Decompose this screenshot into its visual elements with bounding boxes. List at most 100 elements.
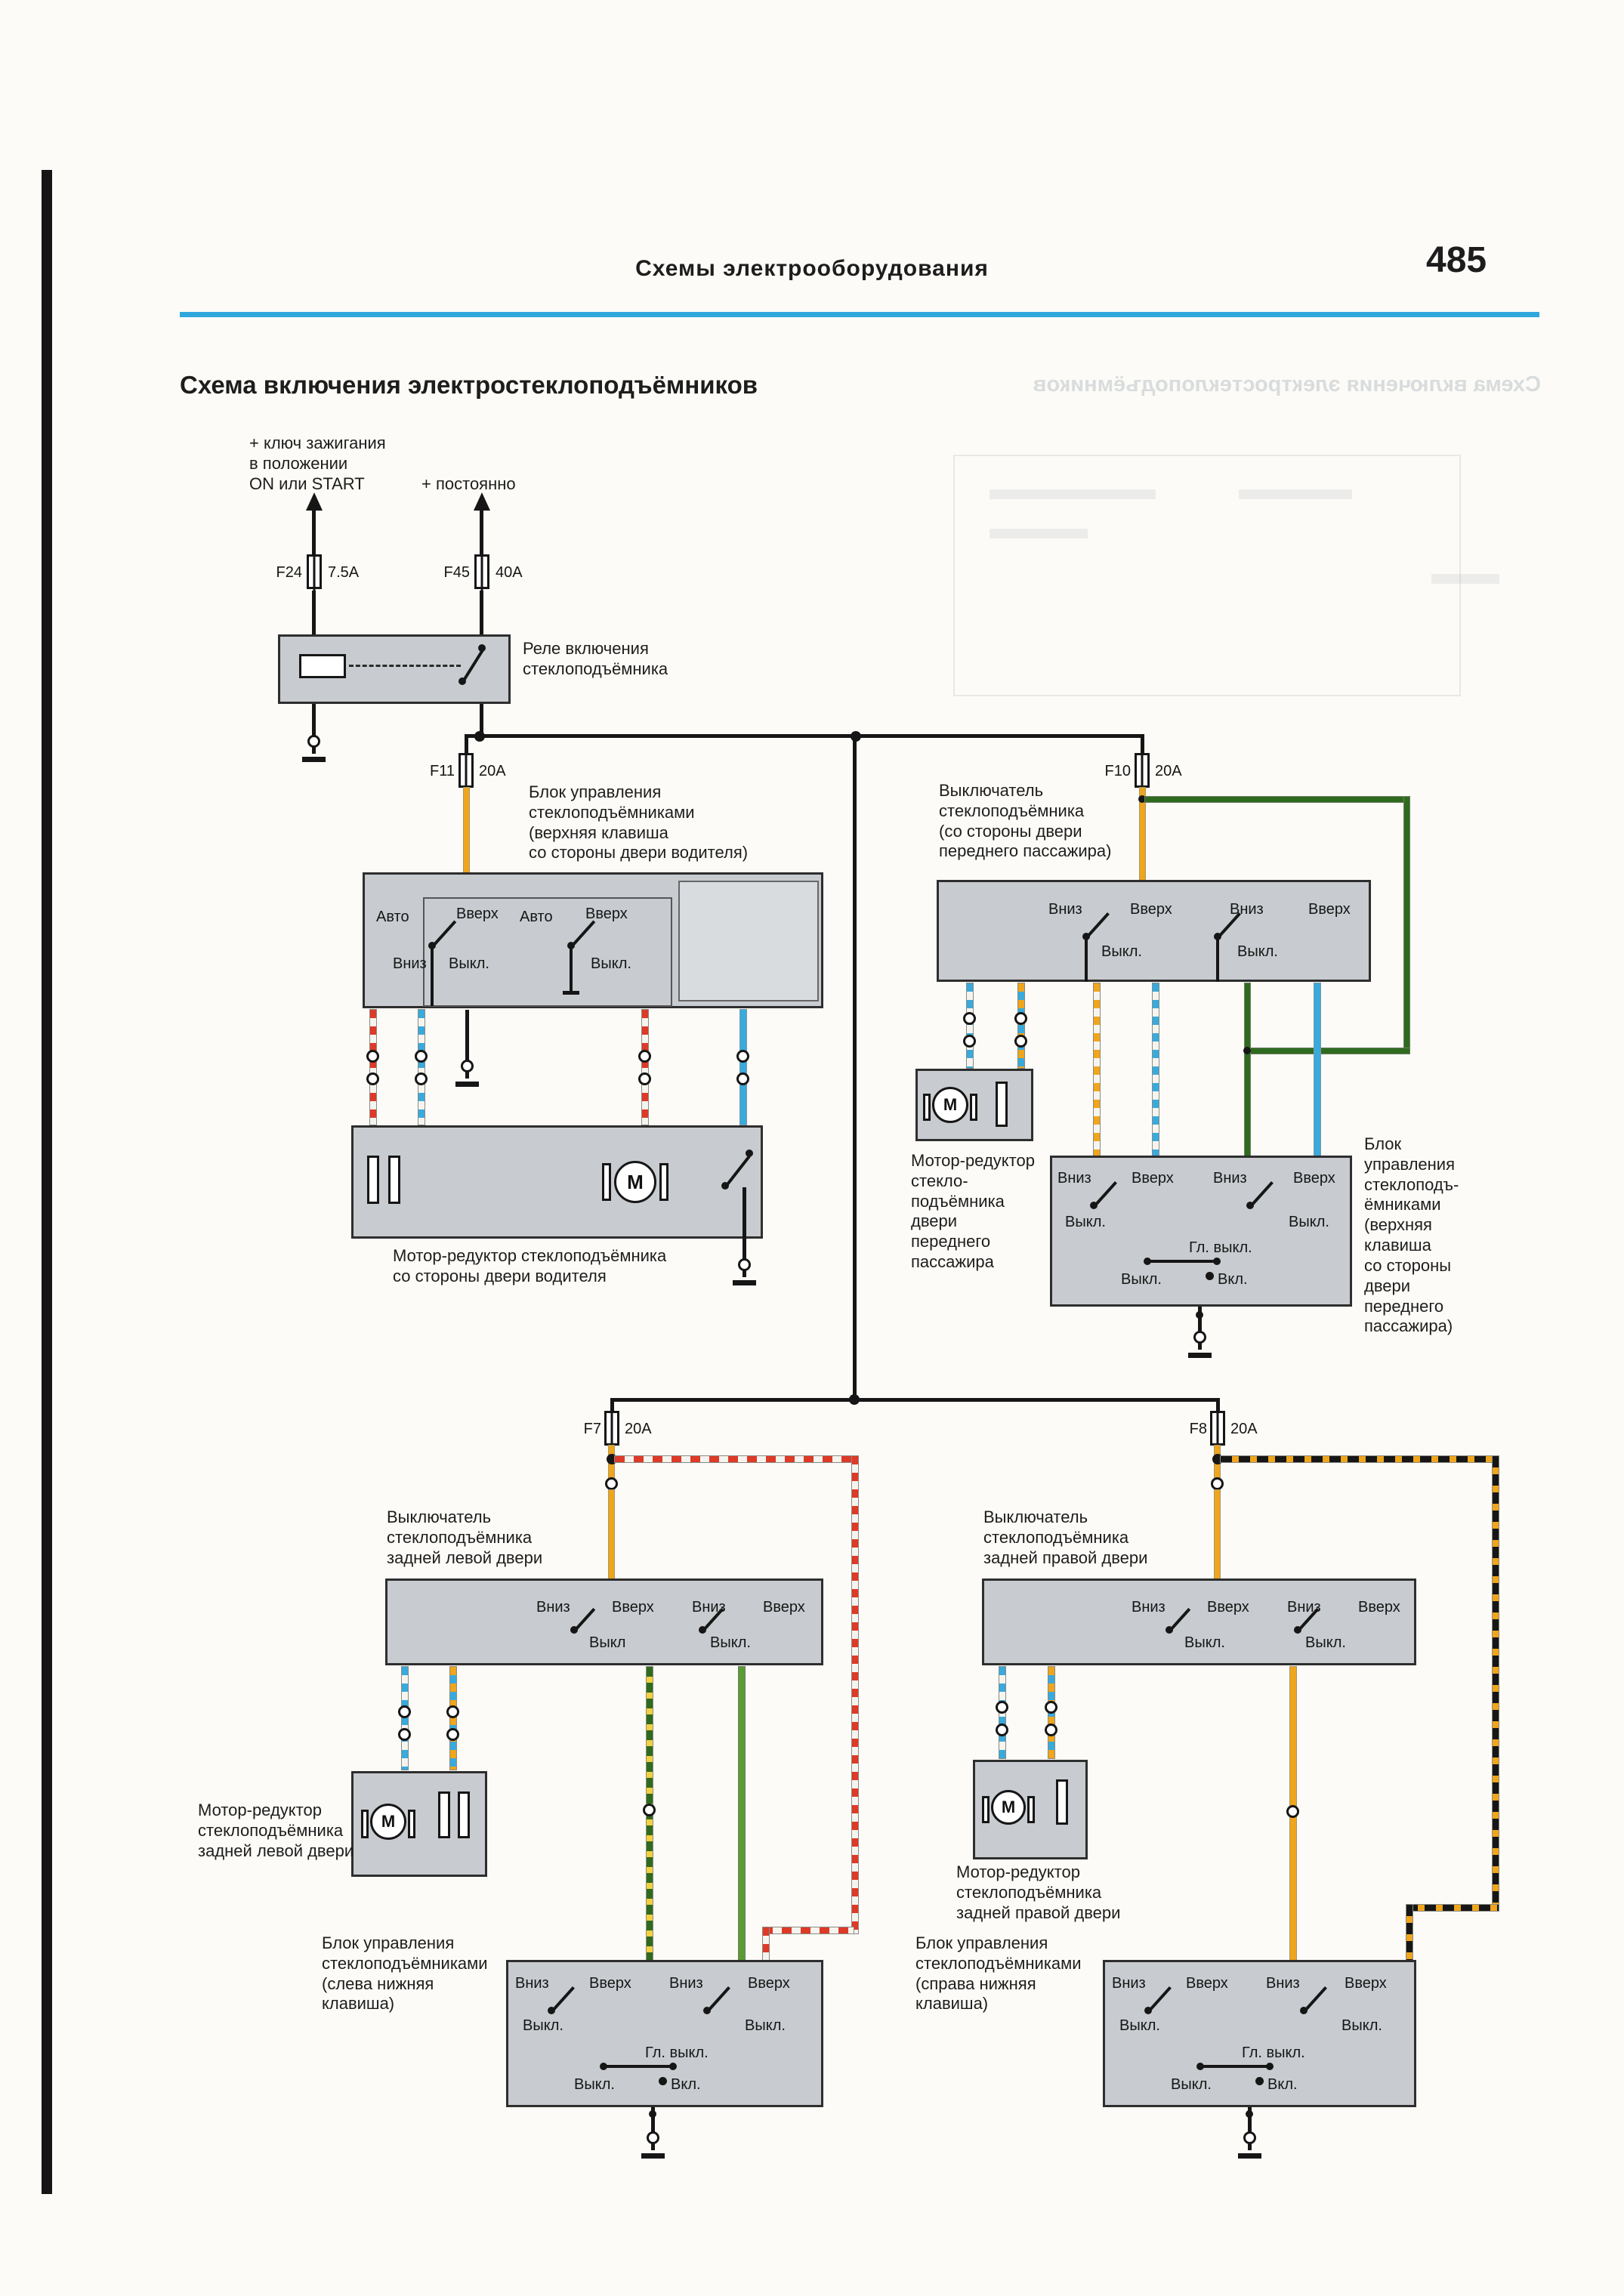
wire-checker <box>370 1010 376 1125</box>
page-header-title: Схемы электрооборудования <box>635 256 989 281</box>
switch-pivot-dot <box>1214 933 1221 940</box>
switch-label-off: Выкл. <box>1119 2017 1160 2034</box>
switch-contact-dot <box>669 2063 677 2070</box>
switch-label-on: Вкл. <box>1218 1271 1248 1288</box>
switch-contact-dot <box>746 1150 753 1157</box>
junction-dot <box>1246 2110 1253 2118</box>
wire-green-branch <box>1245 983 1250 1157</box>
relay-contact-dot <box>458 677 466 685</box>
fuse-f45-name: F45 <box>443 564 470 581</box>
connector-icon <box>643 1804 656 1816</box>
wire-lower-bus <box>610 1398 1220 1402</box>
wire-segment <box>312 511 316 556</box>
wire-checker <box>450 1667 456 1770</box>
switch-contact-dot <box>1266 2063 1274 2070</box>
fuse-f8-icon <box>1210 1411 1225 1446</box>
connector-bracket-icon <box>1056 1779 1068 1825</box>
switch-pivot-dot <box>1082 933 1090 940</box>
motor-brush-icon <box>923 1094 931 1121</box>
wire-green <box>739 1667 745 1961</box>
wire-checker <box>642 1010 648 1125</box>
switch-label-down: Вниз <box>1230 901 1264 918</box>
main-switch-line <box>1148 1260 1216 1263</box>
wire-f8-output <box>1215 1490 1220 1580</box>
ground-tick <box>570 979 573 992</box>
switch-label-up: Вверх <box>585 906 628 922</box>
main-switch-line <box>604 2065 672 2068</box>
connector-icon <box>605 1477 618 1490</box>
wire-black-yellow <box>1221 1456 1499 1462</box>
rear-right-switch-box <box>982 1578 1416 1665</box>
wire-black-yellow <box>1493 1456 1499 1911</box>
switch-pivot-dot <box>703 2007 711 2014</box>
connector-icon <box>963 1035 976 1048</box>
ground-symbol <box>733 1248 756 1285</box>
connector-icon <box>398 1705 411 1718</box>
connector-icon <box>446 1705 459 1718</box>
switch-label-off: Выкл. <box>1237 943 1278 960</box>
header-rule <box>180 312 1539 317</box>
switch-pivot-dot <box>1294 1626 1301 1634</box>
connector-icon <box>1045 1724 1057 1736</box>
switch-label-up: Вверх <box>1308 901 1351 918</box>
front-passenger-control-label: Блок управления стеклоподъ- ёмниками (ве… <box>1364 1134 1459 1336</box>
wire-f10-output <box>1140 788 1145 881</box>
front-passenger-motor-label: Мотор-редуктор стекло- подъёмника двери … <box>911 1151 1035 1272</box>
wire-checker <box>1094 983 1100 1157</box>
switch-label-down: Вниз <box>669 1975 703 1992</box>
bleed-through-bar <box>1431 574 1499 584</box>
motor-brush-icon <box>970 1094 977 1121</box>
connector-icon <box>736 1050 749 1063</box>
driver-control-label: Блок управления стеклоподъёмниками (верх… <box>529 782 749 863</box>
fuse-f7-icon <box>604 1411 619 1446</box>
switch-label-down: Вниз <box>536 1599 570 1616</box>
scan-edge-bar <box>42 170 52 2194</box>
switch-label-up: Вверх <box>1345 1975 1387 1992</box>
wire-blue <box>740 1010 746 1125</box>
switch-label-up: Вверх <box>1186 1975 1228 1992</box>
switch-label-down: Вниз <box>692 1599 726 1616</box>
junction-dot <box>1243 1047 1251 1054</box>
motor-icon: M <box>614 1161 656 1203</box>
page-number: 485 <box>1426 240 1487 280</box>
wire-red-white <box>615 1456 857 1462</box>
junction-dot <box>1196 1311 1203 1319</box>
switch-label-off: Выкл. <box>1171 2076 1212 2093</box>
ground-symbol <box>455 1049 479 1087</box>
switch-label-down: Вниз <box>1287 1599 1321 1616</box>
wire-checker <box>1153 983 1159 1157</box>
driver-control-inner-frame <box>423 897 672 1007</box>
fuse-f10-rating: 20A <box>1155 763 1182 779</box>
on-bullet-dot <box>659 2077 667 2085</box>
switch-label-up: Вверх <box>456 906 499 922</box>
switch-label-main-off: Гл. выкл. <box>645 2044 709 2061</box>
connector-icon <box>996 1701 1008 1714</box>
switch-label-up: Вверх <box>763 1599 805 1616</box>
wire-red-white <box>763 1927 854 1933</box>
wire-segment <box>480 704 483 738</box>
wire-segment <box>570 949 573 979</box>
wire-green-branch <box>1404 797 1409 1054</box>
main-switch-line <box>1201 2065 1269 2068</box>
relay-coil-icon <box>299 654 346 678</box>
switch-pivot-dot <box>721 1182 729 1190</box>
switch-pivot-dot <box>428 942 436 949</box>
relay-contact-dot <box>478 644 486 652</box>
rear-left-motor-label: Мотор-редуктор стеклоподъёмника задней л… <box>198 1801 354 1860</box>
on-bullet-dot <box>1206 1272 1214 1280</box>
switch-pivot-dot <box>1166 1626 1173 1634</box>
fuse-f45-rating: 40A <box>496 564 523 581</box>
switch-label-up: Вверх <box>1358 1599 1400 1616</box>
wire-f11-output <box>464 788 469 874</box>
switch-label-down: Вниз <box>393 955 427 972</box>
switch-label-up: Вверх <box>748 1975 790 1992</box>
ground-symbol <box>1238 2121 1261 2159</box>
connector-icon <box>415 1050 428 1063</box>
connector-bracket-icon <box>367 1156 379 1204</box>
switch-label-off: Выкл <box>589 1634 626 1651</box>
connector-bracket-icon <box>996 1082 1008 1127</box>
wire-f7-output <box>609 1490 614 1580</box>
fuse-f10-icon <box>1135 753 1150 788</box>
junction-dot <box>1212 1454 1223 1464</box>
